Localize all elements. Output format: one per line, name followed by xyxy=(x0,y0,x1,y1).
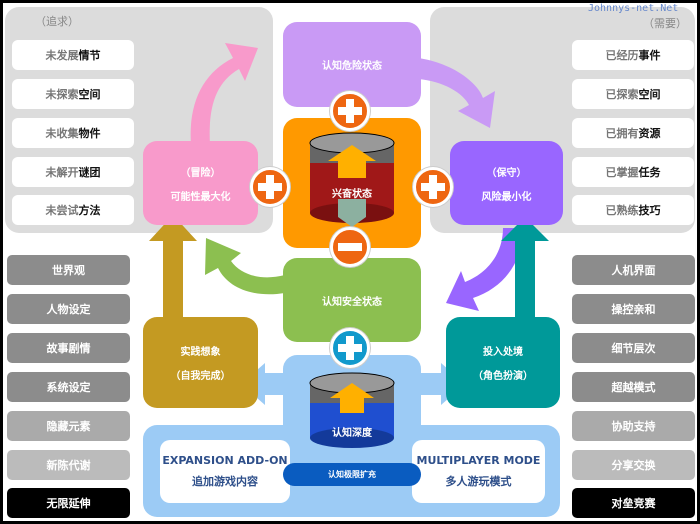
watermark: Johnnys-net.Net xyxy=(588,3,679,14)
item-key: 空间 xyxy=(638,88,661,101)
multiplayer-box: MULTIPLAYER MODE 多人游玩模式 xyxy=(412,440,545,503)
item-key: 情节 xyxy=(78,49,101,62)
conserve-sublabel: 风险最小化 xyxy=(481,191,532,203)
conserve-node: （保守） 风险最小化 xyxy=(450,141,563,225)
expansion-sublabel: 追加游戏内容 xyxy=(192,475,258,488)
cylinders-layer xyxy=(309,132,395,448)
adventure-label: （冒险） xyxy=(180,167,221,179)
item-prefix: 已拥有 xyxy=(605,127,639,140)
mustard-arrow xyxy=(149,215,197,318)
limit-label: 认知极限扩充 xyxy=(328,470,376,479)
plus-icon xyxy=(330,91,370,131)
item-key: 技巧 xyxy=(638,204,661,217)
multiplayer-sublabel: 多人游玩模式 xyxy=(445,475,512,488)
item-prefix: 未发展 xyxy=(45,49,79,62)
pursuit-item: 未尝试方法 xyxy=(12,195,134,225)
teal-arrow xyxy=(501,217,549,318)
minus-icon xyxy=(330,227,370,267)
item-prefix: 未尝试 xyxy=(45,204,79,217)
item-prefix: 未解开 xyxy=(45,166,79,179)
pursuit-item: 未发展情节 xyxy=(12,40,134,70)
design-element-button[interactable]: 世界观 xyxy=(7,255,130,285)
experience-element-button[interactable]: 协助支持 xyxy=(572,411,695,441)
item-key: 谜团 xyxy=(78,166,101,179)
design-element-button[interactable]: 隐藏元素 xyxy=(7,411,130,441)
experience-element-button[interactable]: 人机界面 xyxy=(572,255,695,285)
experience-element-button[interactable]: 超越模式 xyxy=(572,372,695,402)
need-title: （需要） xyxy=(643,17,687,30)
plus-icon xyxy=(330,328,370,368)
blue-left-arrow xyxy=(241,363,285,405)
need-item: 已拥有资源 xyxy=(572,118,694,148)
item-prefix: 未收集 xyxy=(45,127,79,140)
need-item: 已经历事件 xyxy=(572,40,694,70)
immerse-node: 投入处境 （角色扮演） xyxy=(446,317,560,408)
plus-icon xyxy=(413,167,453,207)
multiplayer-label: MULTIPLAYER MODE xyxy=(416,454,541,467)
pink-arrow xyxy=(190,43,258,145)
need-item: 已熟练技巧 xyxy=(572,195,694,225)
expansion-box: EXPANSION ADD-ON 追加游戏内容 xyxy=(160,440,290,503)
depth-label: 认知深度 xyxy=(332,428,372,439)
item-key: 事件 xyxy=(638,49,661,62)
pursuit-item: 未解开谜团 xyxy=(12,157,134,187)
design-element-button[interactable]: 系统设定 xyxy=(7,372,130,402)
item-key: 方法 xyxy=(78,204,101,217)
design-element-button[interactable]: 人物设定 xyxy=(7,294,130,324)
experience-element-button[interactable]: 对垒竞赛 xyxy=(572,488,695,518)
danger-label: 认知危险状态 xyxy=(322,61,382,72)
design-element-button[interactable]: 无限延伸 xyxy=(7,488,130,518)
practice-label: 实践想象 xyxy=(180,347,221,358)
adventure-sublabel: 可能性最大化 xyxy=(170,191,231,203)
item-prefix: 已掌握 xyxy=(605,166,639,179)
violet-arrow xyxy=(446,228,523,311)
item-prefix: 已熟练 xyxy=(605,204,639,217)
experience-element-button[interactable]: 操控亲和 xyxy=(572,294,695,324)
pursuit-item: 未收集物件 xyxy=(12,118,134,148)
excite-label: 兴奋状态 xyxy=(332,189,372,200)
practice-sublabel: （自我完成） xyxy=(170,371,231,382)
item-prefix: 未探索 xyxy=(45,88,79,101)
depth-cylinder xyxy=(309,372,395,448)
immerse-label: 投入处境 xyxy=(483,347,523,358)
excite-cylinder xyxy=(309,132,395,227)
immerse-sublabel: （角色扮演） xyxy=(473,371,533,382)
conserve-label: （保守） xyxy=(486,167,527,179)
item-key: 物件 xyxy=(78,127,101,140)
item-key: 资源 xyxy=(638,127,661,140)
safe-label: 认知安全状态 xyxy=(322,296,382,308)
expansion-label: EXPANSION ADD-ON xyxy=(162,454,288,467)
design-element-button[interactable]: 新陈代谢 xyxy=(7,450,130,480)
green-arrow xyxy=(205,238,285,295)
item-key: 空间 xyxy=(78,88,101,101)
experience-element-button[interactable]: 细节层次 xyxy=(572,333,695,363)
practice-node: 实践想象 （自我完成） xyxy=(143,317,258,408)
item-prefix: 已经历 xyxy=(605,49,639,62)
pursuit-item: 未探索空间 xyxy=(12,79,134,109)
lilac-arrow xyxy=(418,58,495,128)
arrows-layer xyxy=(149,43,549,405)
item-key: 任务 xyxy=(638,166,661,179)
adventure-node: （冒险） 可能性最大化 xyxy=(143,141,258,225)
need-item: 已掌握任务 xyxy=(572,157,694,187)
limit-pill: 认知极限扩充 xyxy=(283,463,421,486)
blue-right-arrow xyxy=(421,363,465,405)
diagram-canvas: （追求） （需要） Johnnys-net.Net 未发展情节未探索空间未收集物… xyxy=(3,3,697,521)
item-prefix: 已探索 xyxy=(605,88,639,101)
plus-icon xyxy=(250,167,290,207)
experience-element-button[interactable]: 分享交换 xyxy=(572,450,695,480)
need-item: 已探索空间 xyxy=(572,79,694,109)
pursuit-title: （追求） xyxy=(35,15,79,28)
design-element-button[interactable]: 故事剧情 xyxy=(7,333,130,363)
